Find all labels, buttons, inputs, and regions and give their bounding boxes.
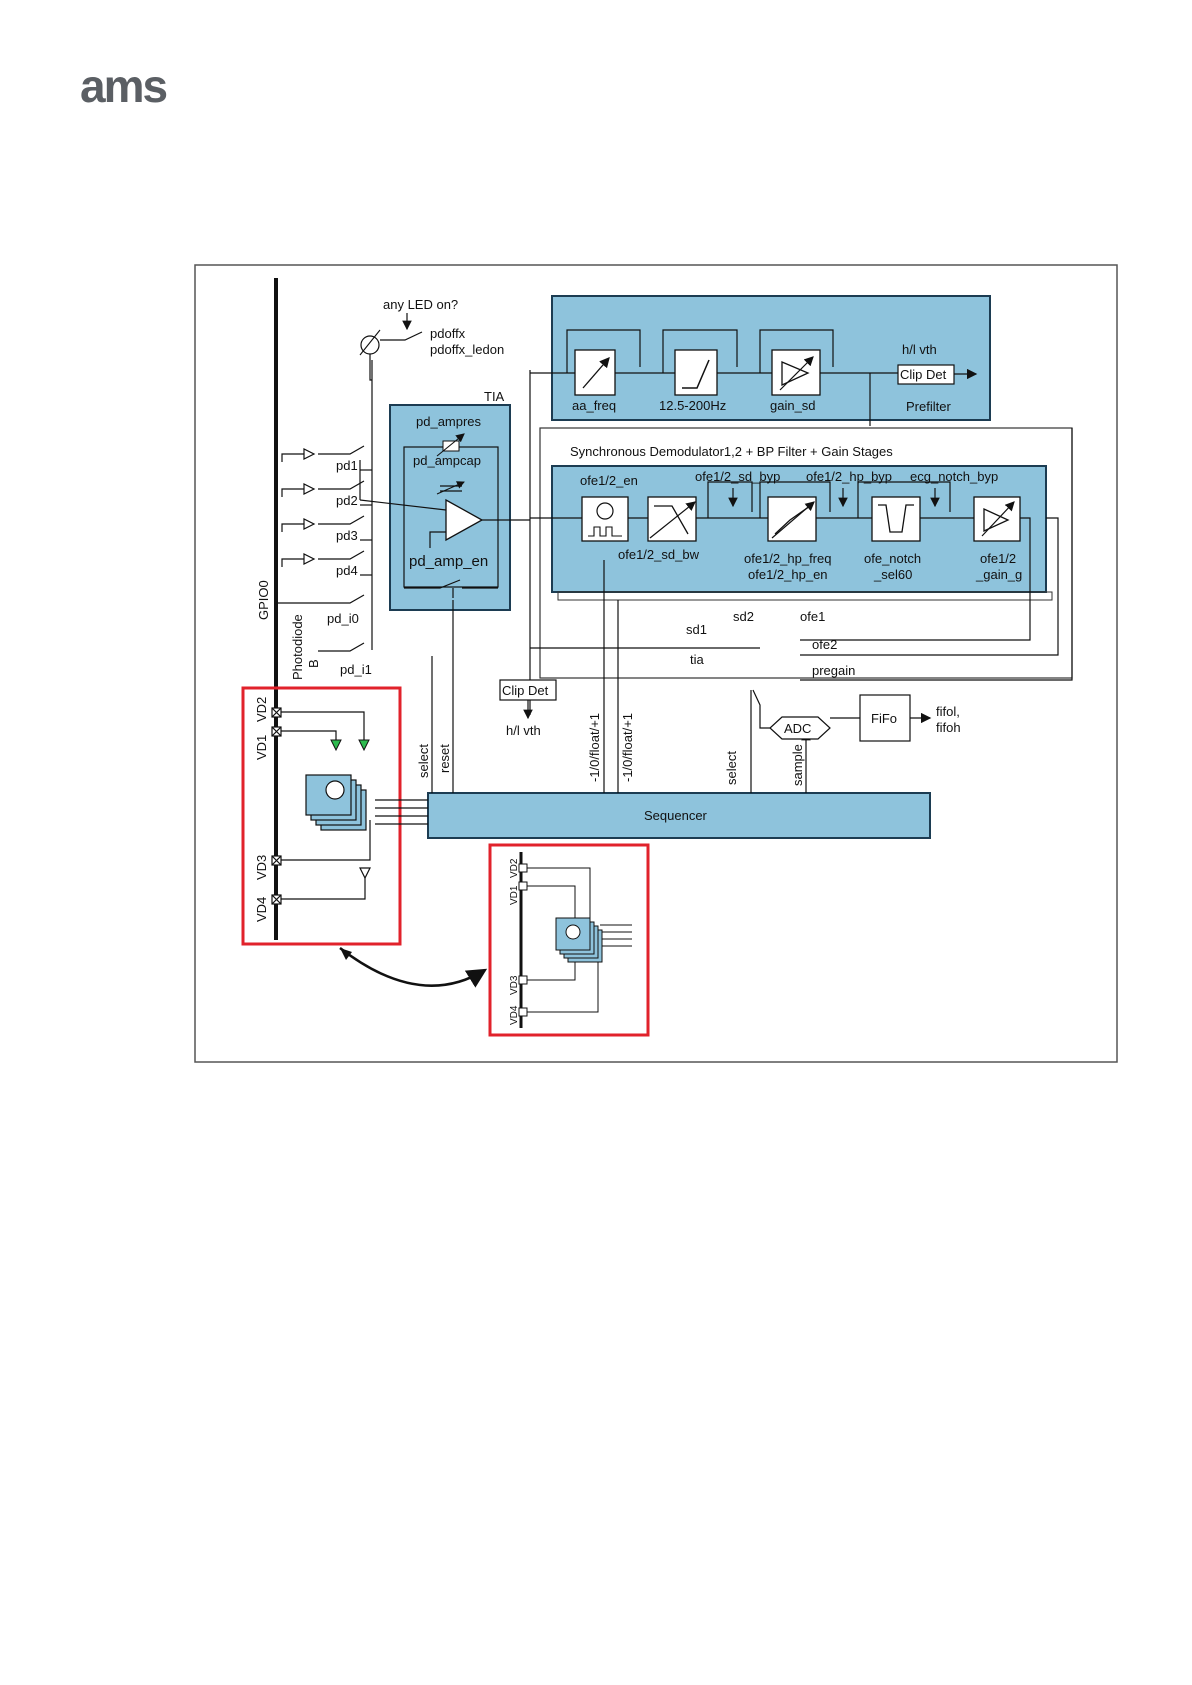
label-pd-amp-en: pd_amp_en: [409, 553, 488, 570]
label-ofe-sd-byp: ofe1/2_sd_byp: [695, 469, 780, 484]
label-vd1: VD1: [254, 735, 269, 760]
label-vd3: VD3: [254, 855, 269, 880]
label-pd1: pd1: [336, 458, 358, 473]
fifo-block: [859, 694, 911, 742]
label-sync-title: Synchronous Demodulator1,2 + BP Filter +…: [570, 444, 893, 459]
ams-logo: ams: [80, 70, 168, 110]
label-pregain: pregain: [812, 663, 855, 678]
label-fifo: FiFo: [871, 711, 897, 726]
label-hl-vth-top: h/l vth: [902, 342, 937, 357]
label-tia-in: tia: [690, 652, 705, 667]
label-reset: reset: [437, 744, 452, 773]
label-clip-det-top: Clip Det: [900, 367, 947, 382]
label-pdoffx: pdoffx: [430, 326, 466, 341]
label-ofe-sd-bw: ofe1/2_sd_bw: [618, 547, 700, 562]
notch-block: [871, 496, 921, 542]
label-sd1: sd1: [686, 622, 707, 637]
label-select-left: select: [416, 744, 431, 778]
diagram-frame: [194, 264, 1118, 1063]
label-sd2: sd2: [733, 609, 754, 624]
label-ofe-en: ofe1/2_en: [580, 473, 638, 488]
label-pd-i1: pd_i1: [340, 662, 372, 677]
equivalence-arrow: [339, 947, 488, 988]
label-float-2: -1/0/float/+1: [620, 713, 635, 782]
label-ofe-gain-2: _gain_g: [975, 567, 1022, 582]
label-vd2: VD2: [254, 697, 269, 722]
label-freq-range: 12.5-200Hz: [659, 398, 726, 413]
label-fifoh: fifoh: [936, 720, 961, 735]
label-select-right: select: [724, 751, 739, 785]
label-fifol: fifol,: [936, 704, 960, 719]
label-ecg-notch-byp: ecg_notch_byp: [910, 469, 998, 484]
label-vd3-small: VD3: [509, 975, 520, 995]
led-driver-alt-highlight: [488, 843, 650, 1037]
ams-logo-text: ams: [80, 70, 166, 110]
label-gpio0: GPIO0: [256, 580, 271, 620]
label-sel60: _sel60: [873, 567, 912, 582]
label-ofe-hp-byp: ofe1/2_hp_byp: [806, 469, 892, 484]
photodiode-array: [276, 445, 372, 652]
label-gain-sd: gain_sd: [770, 398, 816, 413]
label-sequencer: Sequencer: [644, 808, 708, 823]
label-vd4-small: VD4: [509, 1005, 520, 1025]
label-ofe1: ofe1: [800, 609, 825, 624]
label-aa-freq: aa_freq: [572, 398, 616, 413]
label-pd-ampres: pd_ampres: [416, 414, 482, 429]
label-pd-i0: pd_i0: [327, 611, 359, 626]
label-ofe-gain-1: ofe1/2: [980, 551, 1016, 566]
label-sample: sample: [790, 744, 805, 786]
label-pd4: pd4: [336, 563, 358, 578]
label-ofe-hp-freq: ofe1/2_hp_freq: [744, 551, 831, 566]
label-pd3: pd3: [336, 528, 358, 543]
label-photodiode: Photodiode: [290, 614, 305, 680]
label-hl-vth-bottom: h/l vth: [506, 723, 541, 738]
label-ofe2: ofe2: [812, 637, 837, 652]
label-any-led-on: any LED on?: [383, 297, 458, 312]
label-adc: ADC: [784, 721, 811, 736]
label-clip-det-bottom: Clip Det: [502, 683, 549, 698]
label-vd4: VD4: [254, 897, 269, 922]
label-vd1-small: VD1: [509, 885, 520, 905]
aa-freq-block: [574, 349, 616, 396]
sequencer-block: [427, 792, 931, 839]
label-tia: TIA: [484, 389, 505, 404]
label-pd-ampcap: pd_ampcap: [413, 453, 481, 468]
label-ofe-hp-en: ofe1/2_hp_en: [748, 567, 828, 582]
label-pdoffx-ledon: pdoffx_ledon: [430, 342, 504, 357]
gain-sd-block: [771, 349, 821, 396]
prefilter-block: [551, 295, 991, 421]
label-prefilter: Prefilter: [906, 399, 951, 414]
label-ofe-notch: ofe_notch: [864, 551, 921, 566]
label-float-1: -1/0/float/+1: [587, 713, 602, 782]
label-vd2-small: VD2: [509, 858, 520, 878]
tia-amplifier: [445, 498, 484, 542]
label-b: B: [306, 659, 321, 668]
label-pd2: pd2: [336, 493, 358, 508]
